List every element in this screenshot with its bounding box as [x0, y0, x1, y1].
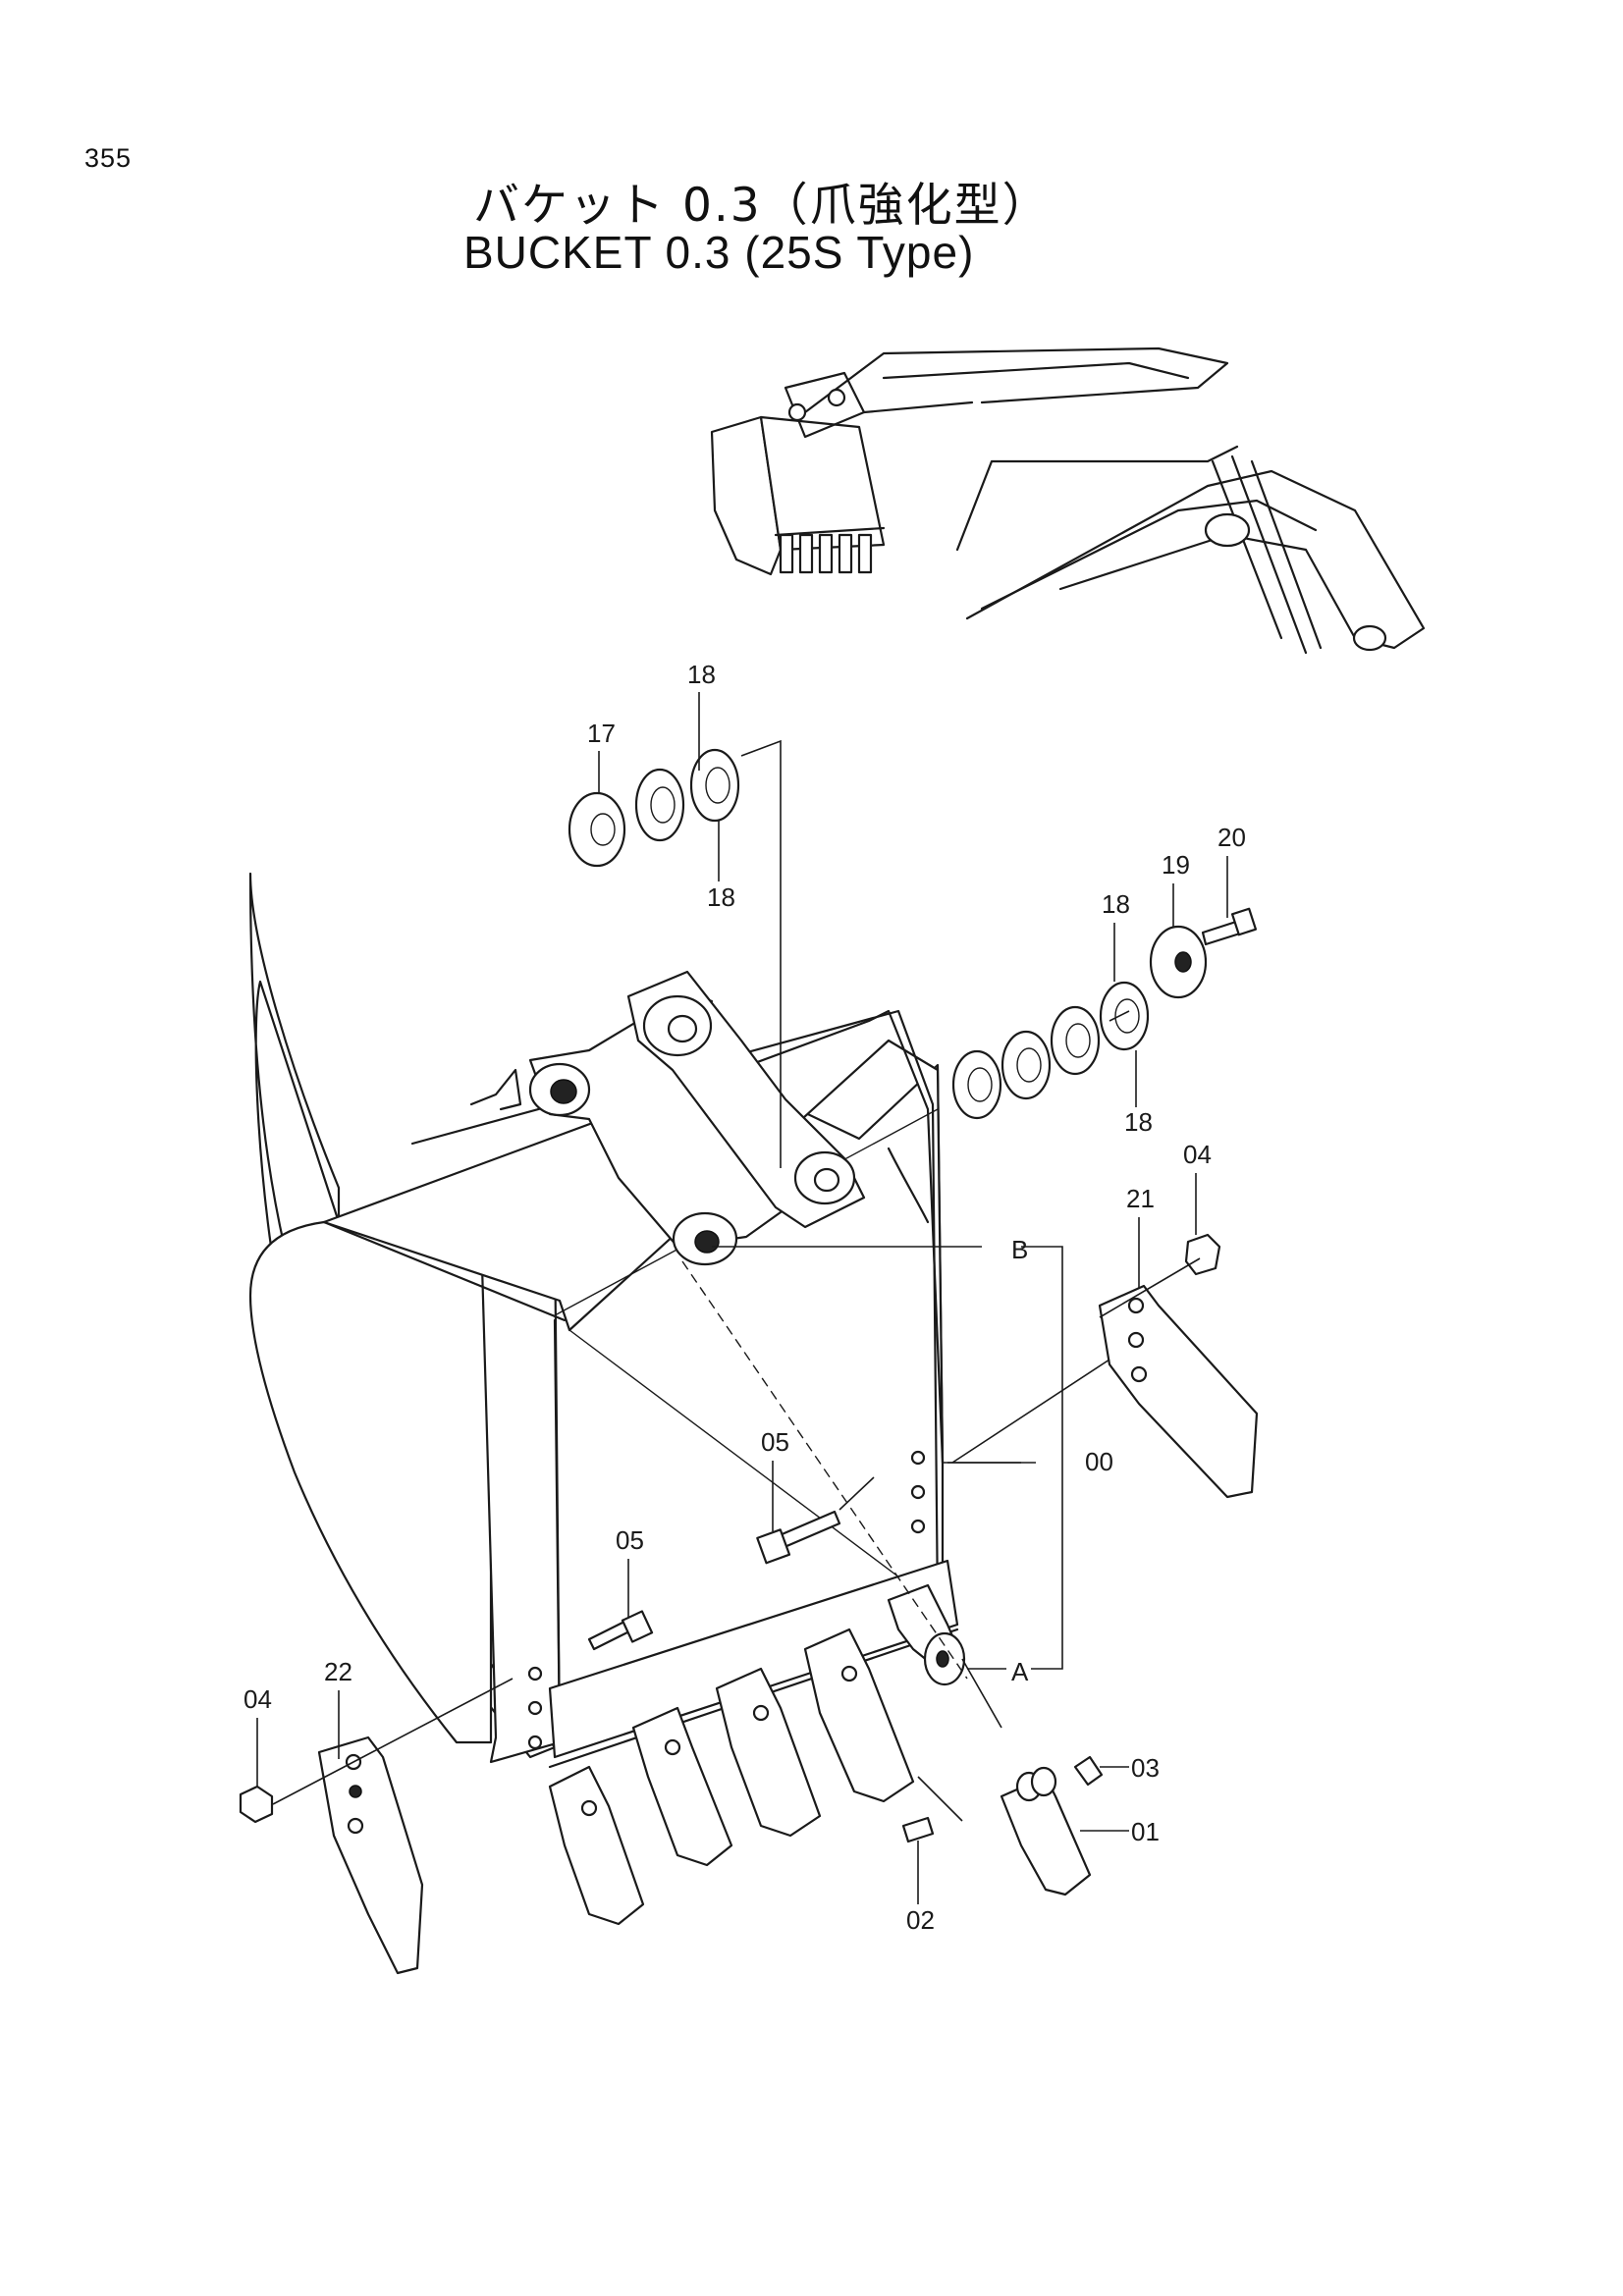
callout-20: 20: [1217, 823, 1246, 852]
shim-18-right-a: [951, 1049, 1002, 1120]
callout-00: 00: [1085, 1447, 1113, 1476]
callout-22: 22: [324, 1657, 352, 1686]
callout-18-upper-bottom: 18: [707, 882, 735, 912]
callout-ref-a: A: [1011, 1657, 1029, 1686]
nut-04-left: [239, 1785, 274, 1824]
title-japanese: バケット 0.3（爪強化型）: [473, 179, 1051, 233]
shim-18-right-b: [1001, 1030, 1052, 1100]
callout-21: 21: [1126, 1184, 1155, 1213]
side-cutter-21: [1098, 1284, 1259, 1499]
pin-02: [901, 1816, 935, 1843]
exploded-parts: [239, 748, 1259, 1975]
callout-18-right-top: 18: [1102, 889, 1130, 919]
callout-04-right: 04: [1183, 1140, 1212, 1169]
leader-lines: [272, 739, 1201, 1832]
callout-01: 01: [1131, 1817, 1160, 1846]
excavator-arm-overview: [710, 347, 1426, 655]
side-cutter-22: [317, 1735, 424, 1975]
callout-19: 19: [1162, 850, 1190, 880]
nut-04-right: [1184, 1233, 1221, 1276]
mounting-brackets: [528, 970, 866, 1266]
title-english: BUCKET 0.3 (25S Type): [463, 227, 975, 278]
shim-18-right-d: [1099, 981, 1150, 1051]
bucket-body: [248, 872, 959, 1769]
shim-18-upper-a: [634, 768, 685, 842]
callout-04-left: 04: [243, 1684, 272, 1714]
callout-18-top: 18: [687, 660, 716, 689]
callout-02: 02: [906, 1905, 935, 1935]
lock-03: [1073, 1755, 1104, 1787]
shim-18-right-c: [1050, 1005, 1101, 1076]
washer-17: [568, 791, 626, 868]
shim-18-upper-b: [689, 748, 740, 823]
callout-labels: 18 17 18 20 19 18 18 04 21 B 00 05 05 A …: [243, 660, 1246, 1935]
callout-05-left: 05: [616, 1525, 644, 1555]
callout-ref-b: B: [1011, 1235, 1028, 1264]
callout-03: 03: [1131, 1753, 1160, 1783]
page-number: 355: [84, 143, 133, 173]
bucket-teeth: [548, 1583, 966, 1926]
callout-17: 17: [587, 719, 616, 748]
callout-05-center: 05: [761, 1427, 789, 1457]
callout-18-right-bottom: 18: [1124, 1107, 1153, 1137]
